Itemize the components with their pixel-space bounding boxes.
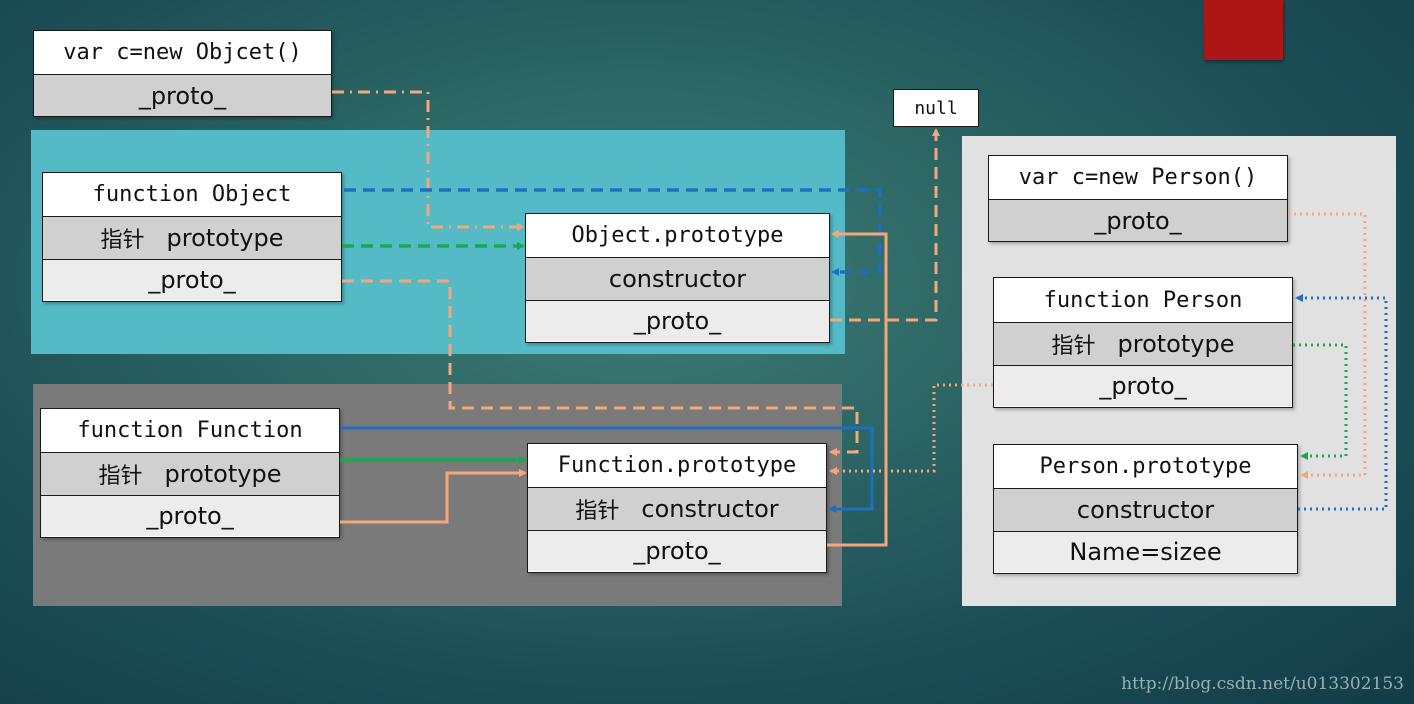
object-prototype-box: Object.prototype constructor _proto_ — [525, 213, 830, 343]
object-prototype-title: Object.prototype — [526, 214, 829, 257]
function-person-proto: _proto_ — [994, 365, 1292, 406]
function-function-prototype-row: 指针 prototype — [41, 452, 339, 495]
function-object-title: function Object — [43, 173, 341, 216]
object-constructor-arrow — [344, 188, 882, 276]
person-prototype-title: Person.prototype — [994, 445, 1297, 488]
person-prototype-pointer-arrow — [1293, 343, 1348, 460]
person-instance-title: var c=new Person() — [989, 156, 1287, 199]
person-instance-proto: _proto_ — [989, 199, 1287, 241]
null-box: null — [893, 89, 979, 127]
prototype-label: prototype — [166, 224, 284, 252]
function-prototype-constructor-row: 指针 constructor — [528, 487, 826, 530]
object-instance-proto: _proto_ — [34, 74, 331, 116]
function-person-prototype-row: 指针 prototype — [994, 322, 1292, 365]
watermark: http://blog.csdn.net/u013302153 — [1121, 674, 1404, 694]
person-constructor-arrow — [1295, 294, 1388, 511]
function-function-proto-arrow — [340, 469, 527, 524]
function-object-proto-arrow — [342, 279, 859, 456]
prototype-label: prototype — [164, 460, 282, 488]
object-instance-proto-arrow — [332, 90, 525, 231]
red-square-decoration — [1204, 0, 1283, 60]
function-function-box: function Function 指针 prototype _proto_ — [40, 408, 340, 538]
function-prototype-proto: _proto_ — [528, 530, 826, 571]
function-person-title: function Person — [994, 278, 1292, 322]
constructor-label: constructor — [641, 495, 779, 523]
function-function-title: function Function — [41, 409, 339, 452]
function-prototype-proto-arrow — [827, 230, 888, 547]
function-prototype-title: Function.prototype — [528, 444, 826, 487]
object-instance-title: var c=new Objcet() — [34, 31, 331, 74]
person-prototype-name: Name=sizee — [994, 531, 1297, 572]
pointer-label: 指针 — [575, 499, 620, 524]
function-constructor-arrow — [340, 426, 874, 513]
prototype-label: prototype — [1117, 330, 1235, 358]
function-object-prototype-row: 指针 prototype — [43, 216, 341, 259]
person-prototype-constructor: constructor — [994, 488, 1297, 531]
person-prototype-box: Person.prototype constructor Name=sizee — [993, 444, 1298, 574]
pointer-label: 指针 — [1051, 334, 1096, 359]
function-prototype-box: Function.prototype 指针 constructor _proto… — [527, 443, 827, 573]
pointer-label: 指针 — [98, 464, 143, 489]
object-instance-box: var c=new Objcet() _proto_ — [33, 30, 332, 117]
object-prototype-constructor: constructor — [526, 257, 829, 300]
object-prototype-proto: _proto_ — [526, 300, 829, 341]
pointer-label: 指针 — [100, 228, 145, 253]
person-instance-box: var c=new Person() _proto_ — [988, 155, 1288, 242]
function-object-box: function Object 指针 prototype _proto_ — [42, 172, 342, 302]
object-prototype-null-arrow — [830, 128, 940, 322]
function-object-proto: _proto_ — [43, 259, 341, 300]
function-person-box: function Person 指针 prototype _proto_ — [993, 277, 1293, 408]
function-function-proto: _proto_ — [41, 495, 339, 536]
function-person-proto-arrow — [829, 383, 993, 475]
